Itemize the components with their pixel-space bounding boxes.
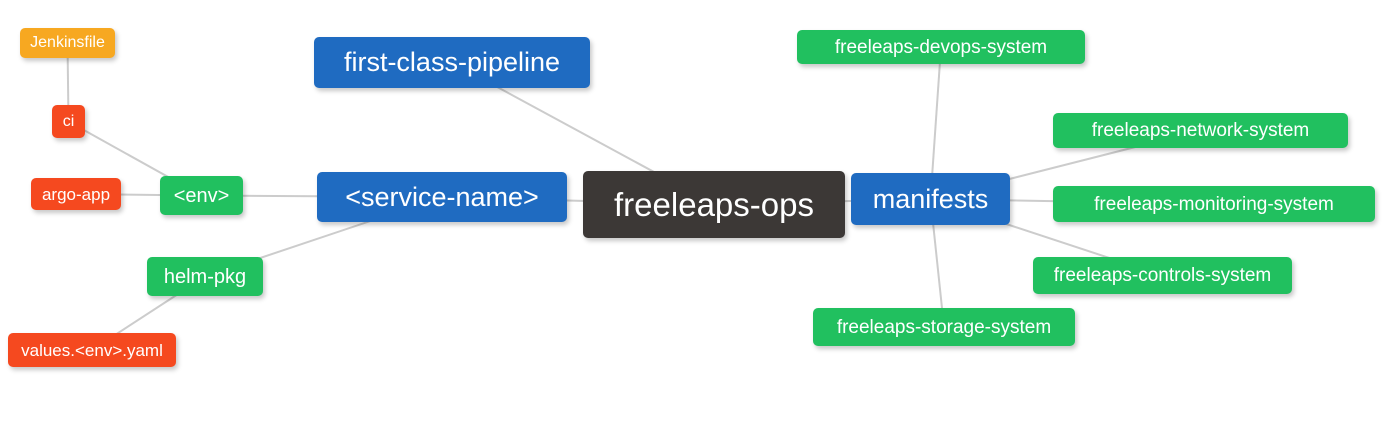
node-label: ci bbox=[62, 112, 75, 130]
node-argo-app[interactable]: argo-app bbox=[31, 178, 121, 210]
node-label: values.<env>.yaml bbox=[21, 340, 163, 360]
node-label: <env> bbox=[173, 184, 230, 207]
node-first-class-pipeline[interactable]: first-class-pipeline bbox=[314, 37, 590, 88]
node-label: freeleaps-devops-system bbox=[834, 36, 1048, 58]
node-freeleaps-ops[interactable]: freeleaps-ops bbox=[583, 171, 845, 238]
node-label: freeleaps-network-system bbox=[1091, 120, 1310, 141]
node-label: freeleaps-controls-system bbox=[1053, 265, 1272, 286]
node-storage-system[interactable]: freeleaps-storage-system bbox=[813, 308, 1075, 346]
node-label: first-class-pipeline bbox=[343, 47, 561, 77]
node-network-system[interactable]: freeleaps-network-system bbox=[1053, 113, 1348, 148]
node-label: freeleaps-monitoring-system bbox=[1094, 193, 1334, 215]
node-jenkinsfile[interactable]: Jenkinsfile bbox=[20, 28, 115, 58]
node-helm-pkg[interactable]: helm-pkg bbox=[147, 257, 263, 296]
node-service-name[interactable]: <service-name> bbox=[317, 172, 567, 222]
node-controls-system[interactable]: freeleaps-controls-system bbox=[1033, 257, 1292, 294]
node-label: freeleaps-storage-system bbox=[836, 316, 1052, 338]
node-ci[interactable]: ci bbox=[52, 105, 85, 138]
node-env[interactable]: <env> bbox=[160, 176, 243, 215]
node-values-env-yaml[interactable]: values.<env>.yaml bbox=[8, 333, 176, 367]
node-manifests[interactable]: manifests bbox=[851, 173, 1010, 225]
node-label: Jenkinsfile bbox=[30, 34, 105, 51]
node-devops-system[interactable]: freeleaps-devops-system bbox=[797, 30, 1085, 64]
node-label: argo-app bbox=[41, 184, 111, 204]
node-label: manifests bbox=[872, 183, 989, 214]
node-label: helm-pkg bbox=[163, 265, 247, 288]
node-label: freeleaps-ops bbox=[614, 186, 814, 223]
node-label: <service-name> bbox=[345, 181, 539, 212]
node-monitoring-system[interactable]: freeleaps-monitoring-system bbox=[1053, 186, 1375, 222]
